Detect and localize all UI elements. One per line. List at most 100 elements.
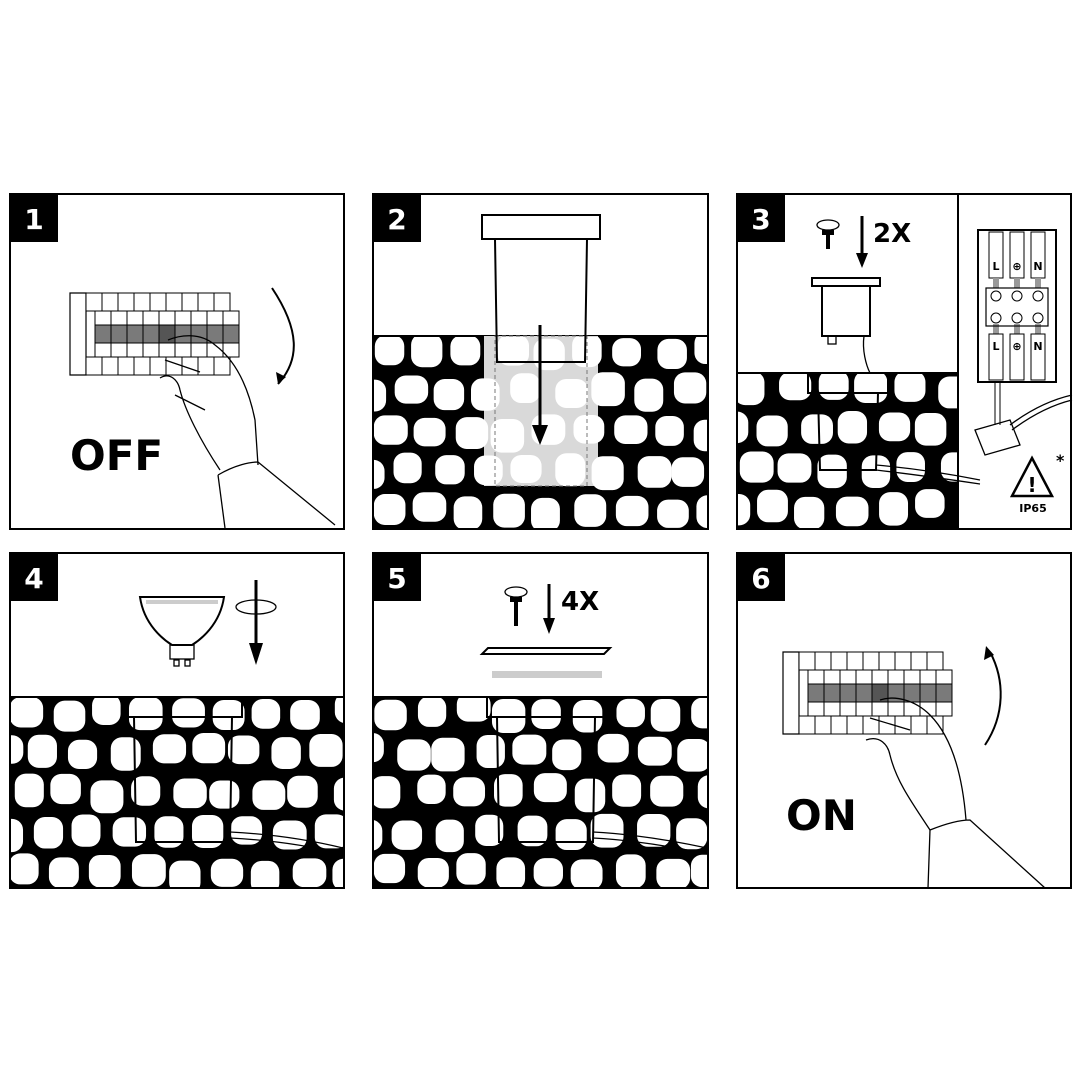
stone xyxy=(711,814,740,842)
breaker-switch xyxy=(190,324,208,344)
stone xyxy=(517,815,548,847)
stone xyxy=(476,900,509,932)
stone xyxy=(50,773,81,805)
stone xyxy=(756,415,788,447)
stone xyxy=(397,739,431,771)
stone xyxy=(90,780,124,814)
on-label: ON xyxy=(786,791,857,840)
breaker-switch xyxy=(142,324,160,344)
hand-icon xyxy=(865,697,967,831)
stone xyxy=(374,415,408,445)
stone xyxy=(794,496,825,528)
stone xyxy=(292,858,327,887)
stone xyxy=(394,660,425,688)
stone xyxy=(250,860,280,887)
terminal-label: L xyxy=(992,340,999,353)
stone xyxy=(374,733,384,763)
stone xyxy=(552,739,582,771)
rotate-arrow-icon xyxy=(984,651,1002,746)
stone xyxy=(533,858,563,887)
stone xyxy=(314,296,347,329)
stone xyxy=(173,778,207,809)
stone xyxy=(252,780,286,810)
stone xyxy=(717,653,747,686)
stone xyxy=(779,373,812,401)
stone xyxy=(697,775,707,809)
stone xyxy=(655,415,684,446)
stone xyxy=(391,895,424,926)
stone xyxy=(595,535,628,568)
stone xyxy=(550,900,582,929)
wire-connector xyxy=(974,394,1073,456)
footnote-mark: * xyxy=(1056,451,1065,470)
screw-rotate-icon xyxy=(816,219,840,249)
stone xyxy=(31,900,59,934)
stone xyxy=(822,531,851,561)
circuit-breaker-panel xyxy=(69,292,240,376)
sleeve xyxy=(927,819,1047,889)
stone xyxy=(593,296,623,328)
stone xyxy=(355,898,383,929)
stone xyxy=(512,734,547,765)
stone xyxy=(713,295,747,323)
breaker-switch xyxy=(110,324,128,344)
stone xyxy=(493,493,525,528)
stone xyxy=(835,496,869,527)
stone xyxy=(0,896,22,928)
stone xyxy=(612,338,642,367)
stone xyxy=(879,492,909,526)
stone xyxy=(11,697,44,728)
stone xyxy=(394,375,429,404)
stone xyxy=(614,415,648,444)
stone xyxy=(271,737,301,770)
stone xyxy=(657,499,689,528)
stone xyxy=(310,894,343,922)
stone xyxy=(432,898,464,931)
terminal-block-diagram: LL⊕⊕NN xyxy=(977,229,1057,425)
stone xyxy=(432,537,465,567)
stone xyxy=(860,529,893,561)
stone xyxy=(374,853,406,884)
paving-stones xyxy=(738,373,957,561)
stone xyxy=(677,739,707,772)
stone xyxy=(393,452,422,484)
stone xyxy=(374,494,406,525)
stone xyxy=(33,817,64,849)
stone xyxy=(354,296,388,325)
hand-icon xyxy=(159,335,259,471)
stone xyxy=(152,734,187,764)
stone xyxy=(637,814,671,847)
stone xyxy=(595,894,627,925)
stone xyxy=(394,900,424,928)
stone xyxy=(92,697,121,725)
terminal-label: ⊕ xyxy=(1012,340,1021,353)
stone xyxy=(431,737,465,772)
stone xyxy=(533,773,567,803)
step-2-panel: 2 xyxy=(372,193,709,530)
stone xyxy=(11,735,24,764)
stone xyxy=(633,900,666,932)
stone xyxy=(411,336,443,368)
stone xyxy=(374,776,401,809)
stone xyxy=(350,654,380,687)
stone xyxy=(14,773,44,808)
stone xyxy=(801,414,833,444)
stone xyxy=(590,813,624,848)
stone xyxy=(476,734,505,769)
stone xyxy=(612,774,642,807)
stone xyxy=(11,818,24,853)
stone xyxy=(435,293,466,326)
step-6-panel: 6 ON xyxy=(736,552,1072,889)
stone xyxy=(597,733,629,763)
stone xyxy=(374,820,383,851)
step-4-panel: 4 xyxy=(9,552,345,889)
stone xyxy=(854,373,888,404)
step-number-badge xyxy=(10,194,58,242)
screw-rotate-icon xyxy=(504,586,528,626)
stone xyxy=(693,419,707,452)
stone xyxy=(450,336,481,366)
step-number: 1 xyxy=(24,203,43,236)
stone xyxy=(169,860,201,887)
stone xyxy=(531,699,561,729)
breaker-switch xyxy=(935,683,953,703)
